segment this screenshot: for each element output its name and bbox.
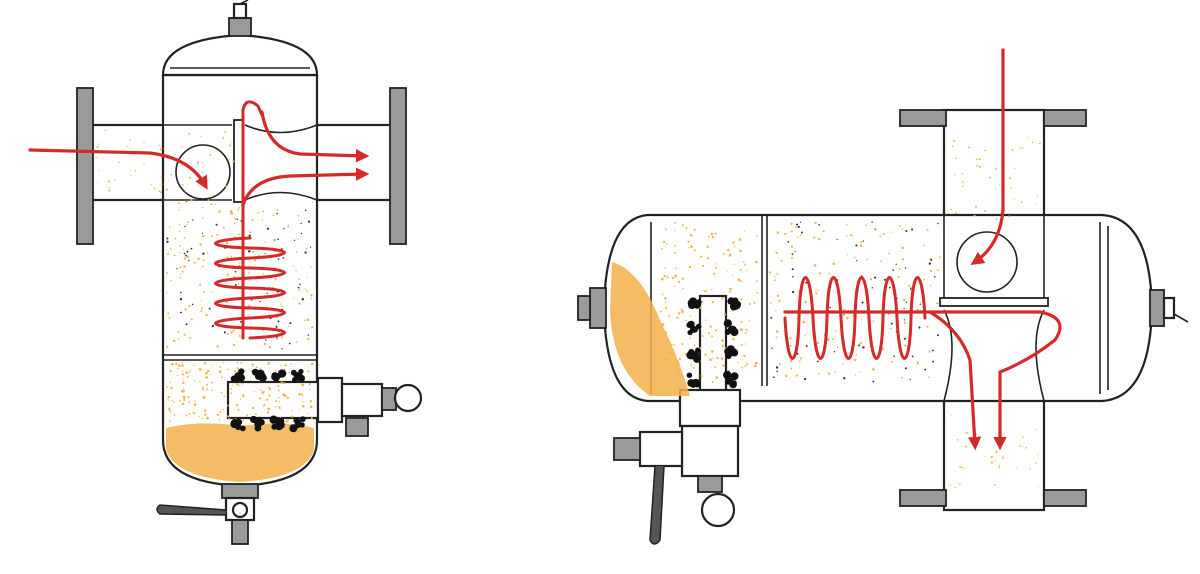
magnetic-rod-assembly [613, 294, 742, 545]
outlet-flange [389, 87, 407, 245]
outlet-flow-arrow-lower [241, 167, 370, 207]
top-flange-right [1043, 109, 1087, 127]
inlet-flow-arrow [970, 48, 1005, 266]
bottom-flange-left [899, 489, 947, 507]
horizontal-vessel [602, 213, 1154, 403]
outlet-particles [949, 415, 1039, 488]
drain-valve[interactable] [156, 483, 259, 545]
dirt-particles [770, 221, 940, 383]
outlet-flow-arrow-upper [260, 110, 370, 163]
horizontal-separator [577, 108, 1189, 545]
sludge-deposit [166, 423, 314, 482]
rising-flow [241, 100, 264, 340]
right-side-vent[interactable] [1149, 289, 1189, 327]
valve-knob[interactable] [393, 383, 423, 413]
inlet-opening [956, 231, 1018, 293]
inlet-flange [76, 87, 94, 245]
spiral-flow [214, 236, 286, 340]
venturi-right [1035, 309, 1045, 402]
left-side-boss [577, 287, 607, 329]
venturi-left [943, 309, 953, 402]
top-dome [161, 33, 319, 77]
flow-layer [28, 48, 1062, 451]
outlet-flow-arrow-right [783, 310, 1062, 451]
sludge-deposit [610, 262, 690, 396]
baffle-plate [939, 297, 1049, 307]
bottom-flange-right [1043, 489, 1087, 507]
valve-knob[interactable] [700, 492, 736, 528]
venturi-top [244, 124, 318, 134]
spiral-flow [783, 276, 927, 360]
magnetic-debris [230, 368, 306, 433]
inlet-flow-arrow [28, 148, 208, 190]
outlet-flow-arrow-left [928, 310, 982, 451]
inlet-opening [175, 144, 231, 200]
air-vent-valve[interactable] [228, 0, 252, 37]
top-flange-left [899, 109, 947, 127]
pipe-particles [95, 129, 235, 196]
venturi-bottom [244, 191, 318, 201]
magnetic-debris [686, 297, 742, 389]
